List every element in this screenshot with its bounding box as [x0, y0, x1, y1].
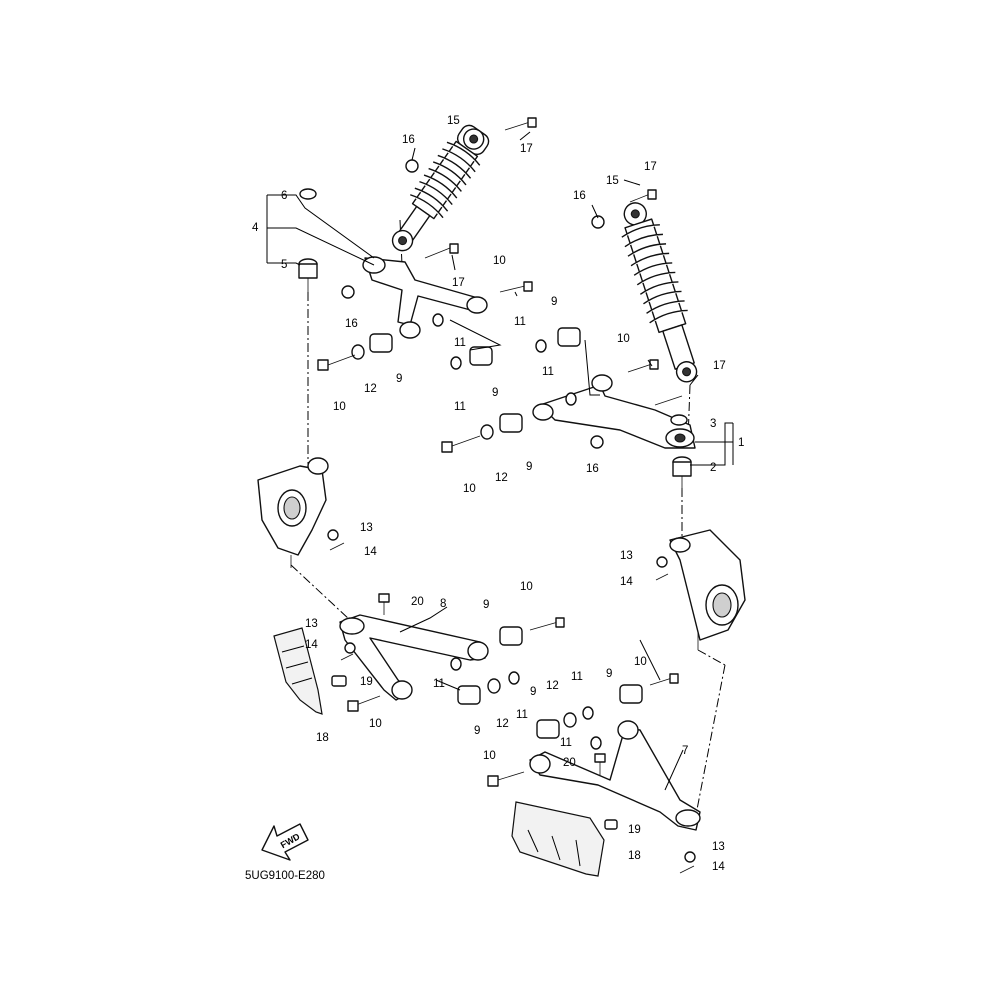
callout-20-right: 20	[563, 757, 576, 769]
callout-12-upper-left: 12	[364, 383, 377, 395]
callout-9-lower-c: 9	[530, 686, 536, 698]
callout-5: 5	[281, 259, 287, 271]
callout-6-left: 6	[281, 190, 287, 202]
callout-3: 3	[710, 418, 716, 430]
callout-15-top-left: 15	[447, 115, 460, 127]
callout-10-mid: 10	[463, 483, 476, 495]
callout-12-lower-b: 12	[496, 718, 509, 730]
callout-11-upper-c: 11	[514, 316, 526, 328]
callout-11-lower-a: 11	[433, 678, 445, 690]
callout-8: 8	[440, 598, 446, 610]
callout-17-top-left: 17	[520, 143, 533, 155]
left-arm-guard	[273, 627, 323, 715]
callout-7: 7	[682, 745, 688, 757]
callout-10-upper-left: 10	[333, 401, 346, 413]
right-arm-guard	[511, 801, 605, 877]
callout-11-lower-d: 11	[560, 737, 572, 749]
callout-16-mid-right: 16	[586, 463, 599, 475]
callout-18-right: 18	[628, 850, 641, 862]
callout-1: 1	[738, 437, 744, 449]
callout-9-mid: 9	[526, 461, 532, 473]
callout-10-upper-a: 10	[493, 255, 506, 267]
right-steering-knuckle	[669, 529, 746, 650]
callout-11-upper-d: 11	[542, 366, 554, 378]
callout-leaders	[266, 131, 734, 791]
fwd-arrow-icon: FWD	[261, 823, 309, 861]
callout-14-knuckle-right: 14	[620, 576, 633, 588]
callout-15-top-right: 15	[606, 175, 619, 187]
callout-labels: 6 4 5 16 15 17 17 16 10 11 12 9 10 11 9 …	[252, 115, 744, 873]
callout-10-lower-left: 10	[369, 718, 382, 730]
lower-hardware	[327, 529, 696, 874]
callout-16-mid-left: 16	[345, 318, 358, 330]
left-lower-arm	[339, 614, 489, 701]
callout-19-left: 19	[360, 676, 373, 688]
callout-9-upper-b: 9	[492, 387, 498, 399]
right-shock-absorber	[621, 202, 698, 383]
callout-9-lower-a: 9	[483, 599, 489, 611]
callout-10-lower-right: 10	[483, 750, 496, 762]
centerlines	[290, 219, 726, 826]
upper-hardware	[317, 117, 683, 453]
callout-12-lower-c: 12	[546, 680, 559, 692]
right-upper-arm	[532, 374, 696, 449]
callout-4: 4	[252, 222, 259, 234]
callout-11-upper-b: 11	[454, 401, 466, 413]
callout-9-lower-b: 9	[474, 725, 480, 737]
callout-18-left: 18	[316, 732, 329, 744]
callout-17-mid-right: 17	[713, 360, 726, 372]
circlip-right	[670, 414, 688, 426]
left-upper-arm	[362, 256, 488, 339]
callout-16-top-right: 16	[573, 190, 586, 202]
callout-17-mid-left: 17	[452, 277, 465, 289]
callout-12-mid: 12	[495, 472, 508, 484]
callout-11-lower-b: 11	[516, 709, 528, 721]
callout-19-right: 19	[628, 824, 641, 836]
callout-16-top-left: 16	[402, 134, 415, 146]
circlip-left	[299, 188, 317, 200]
callout-14-lower-left: 14	[305, 639, 318, 651]
callout-9-lower-d: 9	[606, 668, 612, 680]
callout-13-knuckle-right: 13	[620, 550, 633, 562]
callout-13-lower-left: 13	[305, 618, 318, 630]
callout-20-left: 20	[411, 596, 424, 608]
callout-10-upper-right: 10	[617, 333, 630, 345]
callout-2: 2	[710, 462, 716, 474]
callout-13-lower-right: 13	[712, 841, 725, 853]
left-steering-knuckle	[257, 457, 329, 568]
callout-9-upper-c: 9	[551, 296, 557, 308]
callout-10-lower-d: 10	[634, 656, 647, 668]
ball-joint-left	[298, 258, 318, 292]
document-code: 5UG9100-E280	[245, 870, 325, 882]
callout-14-knuckle-left: 14	[364, 546, 377, 558]
callout-13-knuckle-left: 13	[360, 522, 373, 534]
callout-9-upper-left: 9	[396, 373, 402, 385]
callout-17-top-right: 17	[644, 161, 657, 173]
callout-10-lower-a: 10	[520, 581, 533, 593]
callout-11-lower-c: 11	[571, 671, 583, 683]
callout-11-upper-a: 11	[454, 337, 466, 349]
left-shock-absorber	[391, 124, 490, 252]
right-lower-arm	[529, 720, 701, 831]
callout-14-lower-right: 14	[712, 861, 725, 873]
ball-joint-right	[672, 456, 692, 490]
